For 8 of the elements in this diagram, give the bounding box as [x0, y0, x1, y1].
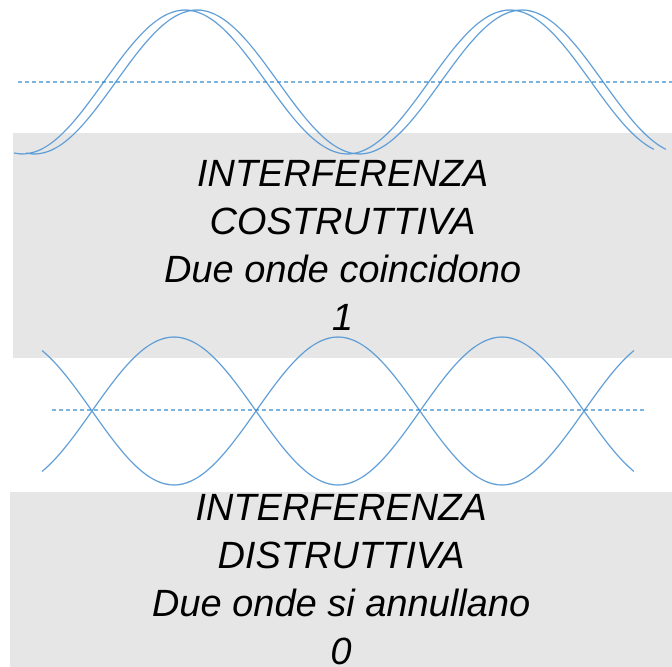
text-panel [10, 492, 672, 667]
panel-value: 0 [330, 630, 352, 667]
panel-text: Due onde coincidono [164, 248, 522, 292]
panel-heading: INTERFERENZA DISTRUTTIVA [194, 486, 488, 578]
panel-heading: INTERFERENZA COSTRUTTIVA [196, 152, 490, 244]
panel-value: 1 [332, 296, 354, 340]
text-panel [13, 133, 672, 358]
panel-text: Due onde si annullano [152, 582, 530, 626]
